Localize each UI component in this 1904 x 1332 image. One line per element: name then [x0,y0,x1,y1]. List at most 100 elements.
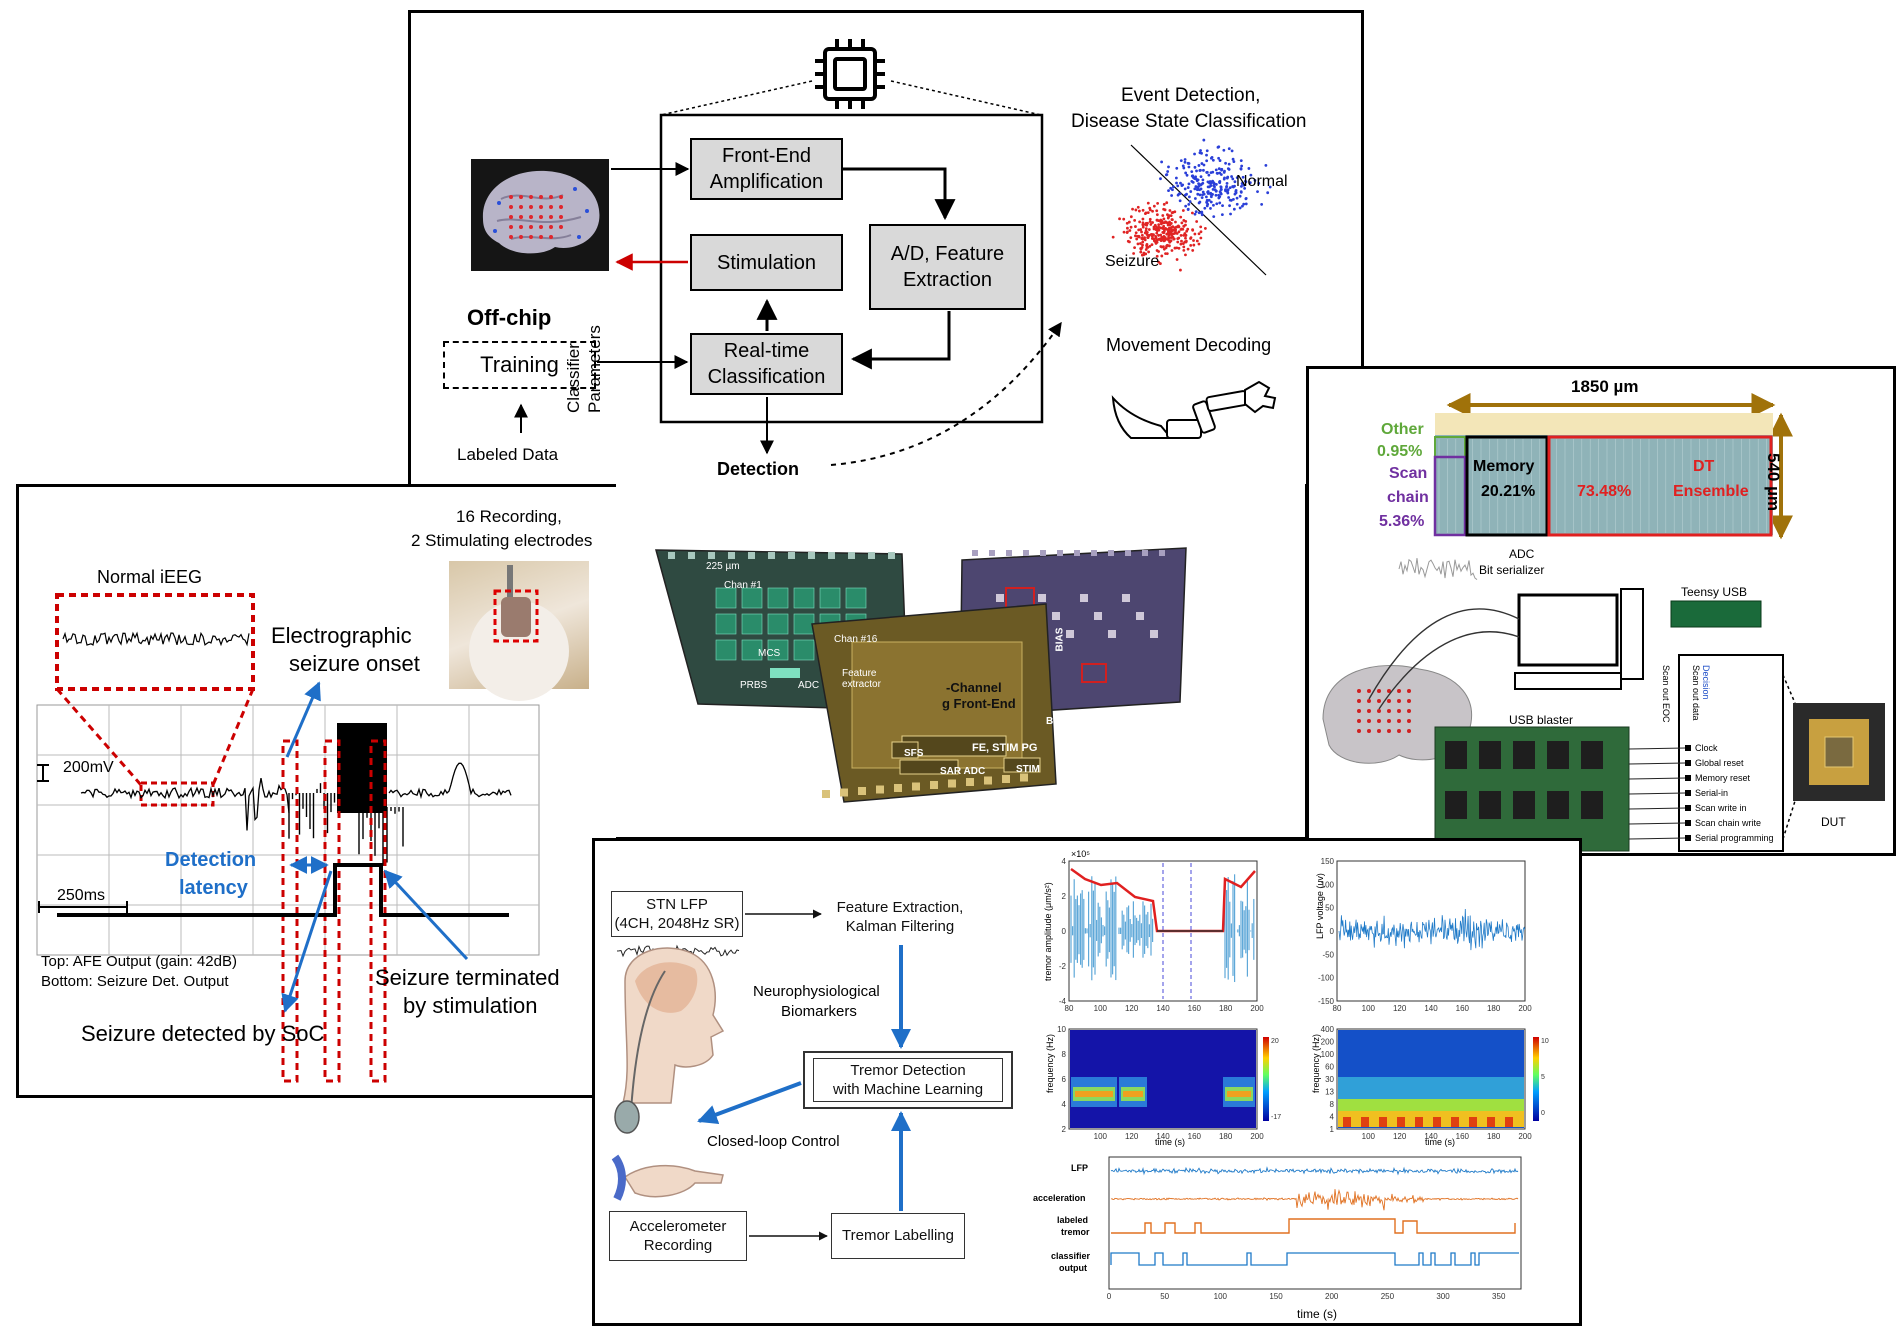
movement-decoding-label: Movement Decoding [1106,335,1272,355]
seizure-point [1176,240,1180,244]
normal-point [1197,184,1201,188]
plot4-xtick: 140 [1424,1132,1438,1141]
chip1-channel [715,613,737,635]
plot1-xtick: 200 [1250,1004,1264,1013]
signal-label-list: Clock Global reset Memory reset Serial-i… [1695,743,1785,848]
normal-point [1216,145,1220,149]
normal-point [1218,201,1222,205]
electrode-dot [1397,699,1401,703]
normal-point [1214,168,1218,172]
normal-point [1179,181,1182,185]
plot1-xtick: 140 [1156,1004,1170,1013]
other-label-2: 0.95% [1377,443,1423,460]
chip1-pad [708,552,715,559]
chip3-block [1122,594,1130,602]
normal-point [1242,202,1246,206]
normal-point [1188,200,1192,203]
chip2-pad [930,781,938,789]
seizure-point [1133,246,1136,249]
seizure-point [1152,204,1156,208]
seizure-point [1151,221,1154,224]
fpga-component [1547,741,1569,769]
seizure-point [1182,219,1186,222]
normal-point [1192,176,1195,180]
seizure-point [1157,219,1160,223]
chip2-channel-label: -Channel [946,680,1002,695]
chip3-block [1080,594,1088,602]
chip2-pad [984,776,992,785]
plot1-ytick: -2 [1059,962,1067,971]
plot5-label-trace [1111,1218,1516,1234]
chip3-pad [972,550,978,556]
seizure-point [1197,232,1201,236]
electrode-dot [1357,709,1361,713]
seizure-point [1131,207,1134,211]
seizure-point [1177,230,1181,234]
electrode-dot [1397,709,1401,713]
seizure-point [1147,250,1151,254]
signal-wire [1628,807,1686,810]
seizure-point [1155,249,1159,252]
plot5-xtick: 50 [1160,1292,1169,1301]
seizure-point [1169,239,1173,243]
plot3-ylabel: frequency (Hz) [1045,1033,1055,1093]
chip-icon [815,39,885,109]
tower [1620,588,1644,680]
chip1-pad [728,552,735,559]
normal-point [1231,177,1235,181]
electrode-dot [1387,689,1391,693]
chip1-channel [793,587,815,609]
scale-mv-label: 200mV [63,759,114,776]
electrode-dot [1377,729,1381,733]
plot2-ytick: 150 [1321,857,1335,866]
front-end-label: Front-End Amplification [709,145,824,193]
normal-point [1204,195,1208,199]
plot5-xtick: 250 [1381,1292,1395,1301]
normal-point [1202,163,1206,167]
feature-kalman-label-2: Kalman Filtering [845,918,955,935]
normal-point [1248,181,1252,185]
seizure-point [1171,232,1175,236]
normal-point [1184,204,1188,208]
recording-label-2: 2 Stimulating electrodes [411,531,593,550]
normal-point [1200,162,1204,165]
normal-point [1228,204,1231,208]
fpga-component [1479,791,1501,819]
normal-point [1209,207,1212,210]
plot4-hot [1415,1117,1423,1127]
seizure-point [1136,234,1140,238]
seizure-point [1140,246,1144,249]
tremor-labelling-label: Tremor Labelling [842,1227,954,1245]
seizure-point [1150,243,1154,247]
detection-latency-1: Detection [165,849,257,871]
seizure-point [1193,232,1197,236]
normal-point [1232,160,1236,163]
seizure-point [1192,243,1196,247]
seizure-point [1197,242,1201,246]
chip2-sfs-label: SFS [904,748,924,759]
normal-point [1226,175,1230,179]
signal-wire [1628,822,1686,825]
normal-point [1178,192,1182,196]
seizure-point [1157,234,1160,237]
tremor-detection-panel: STN LFP(4CH, 2048Hz SR) Feature Extracti… [592,838,1582,1326]
fpga-component [1513,741,1535,769]
normal-point [1239,167,1243,171]
seizure-point [1144,248,1148,251]
chip3-pad [1074,550,1080,556]
normal-point [1186,161,1190,165]
electrode-dot [1377,699,1381,703]
signal-wire [1628,762,1686,765]
dut-label: DUT [1821,815,1846,829]
seizure-point [1171,228,1175,232]
accel-label-1: Accelerometer [629,1217,727,1235]
normal-point [1200,213,1204,217]
plot4-ytick: 30 [1325,1075,1334,1084]
seizure-point [1169,214,1173,218]
chip3-pad [1108,550,1114,556]
flow-arrow-blue [697,1081,802,1125]
seizure-point [1129,225,1133,229]
signal-pin [1685,775,1691,781]
normal-point [1212,181,1216,185]
